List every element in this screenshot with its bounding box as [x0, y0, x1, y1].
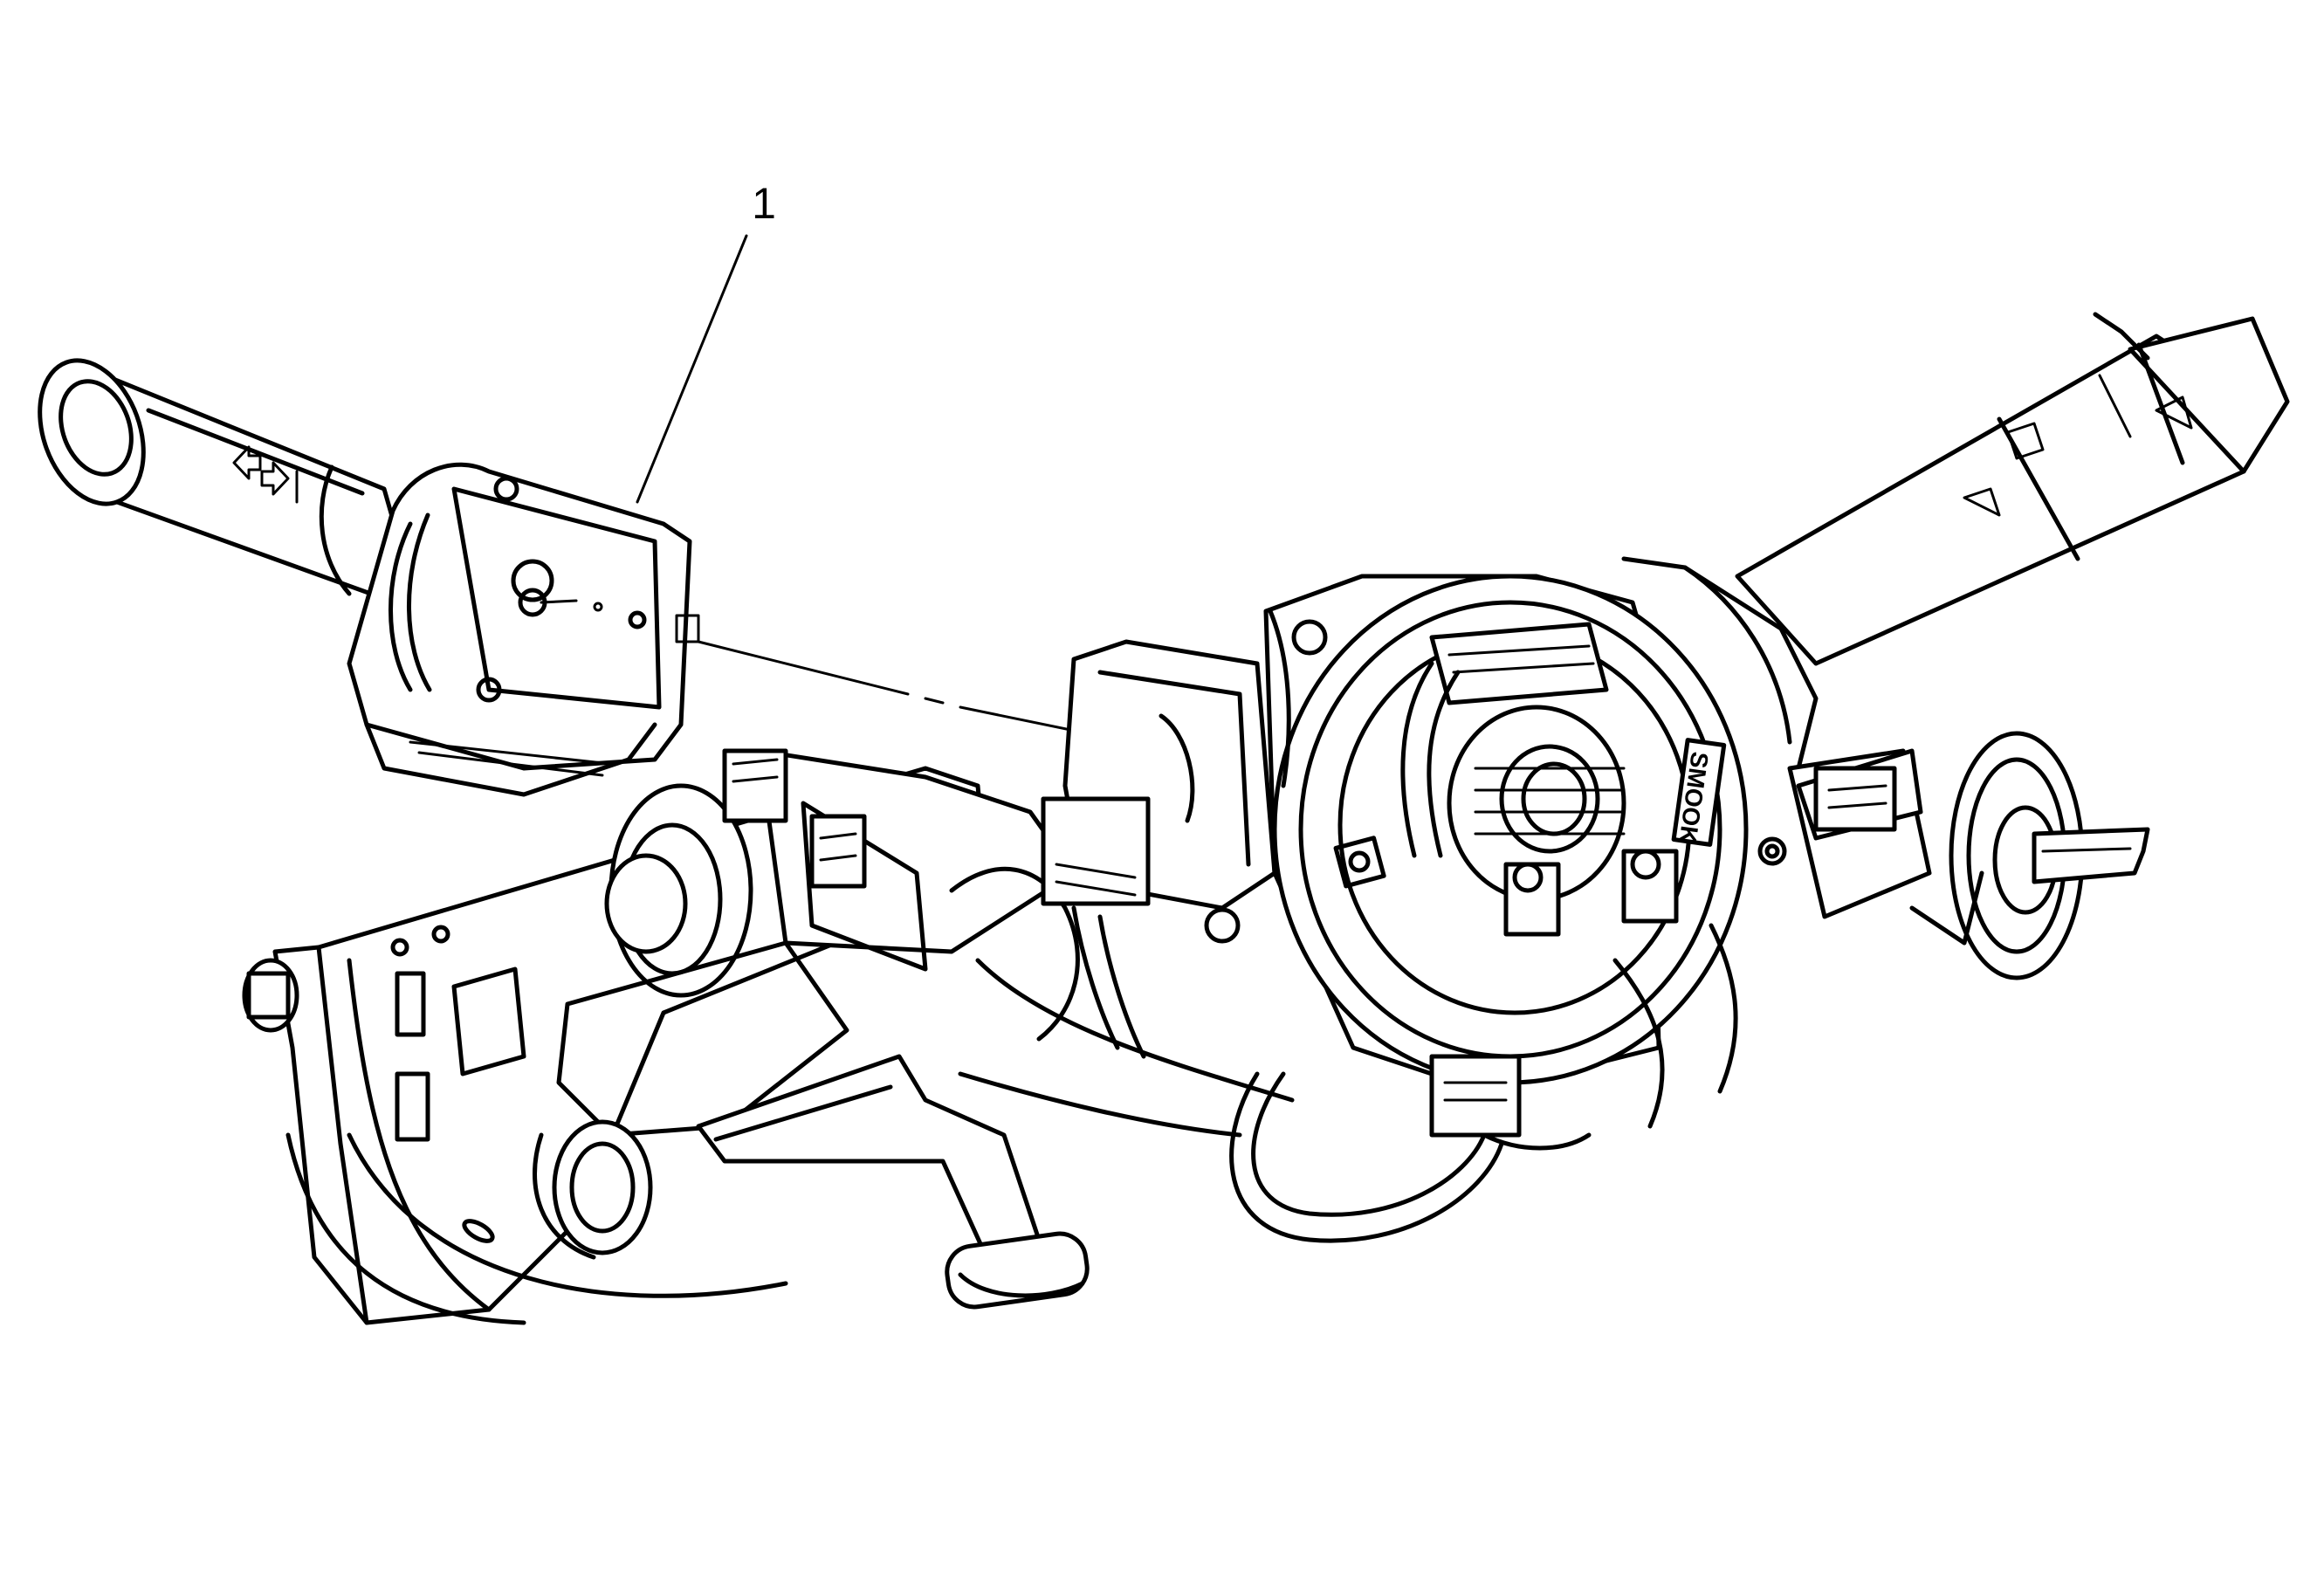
clockspring-assembly: SMOOK — [1263, 556, 1819, 1094]
wiring-connector-block — [1041, 639, 1277, 1059]
alignment-line — [697, 640, 1110, 739]
turn-signal-lever — [38, 358, 422, 614]
release-lever — [696, 1054, 1090, 1310]
turn-signal-switch-module — [347, 462, 700, 797]
wiper-symbol-icon — [1963, 396, 2193, 517]
callout-label: 1 — [752, 179, 776, 228]
callout-1: 1 — [636, 179, 776, 504]
turn-signal-arrows-icon — [232, 445, 299, 504]
tilt-hub — [533, 783, 849, 1260]
wiper-lever — [1735, 312, 2290, 666]
wire-harness — [1229, 923, 1738, 1243]
ignition-lock-assembly — [1757, 731, 2150, 980]
